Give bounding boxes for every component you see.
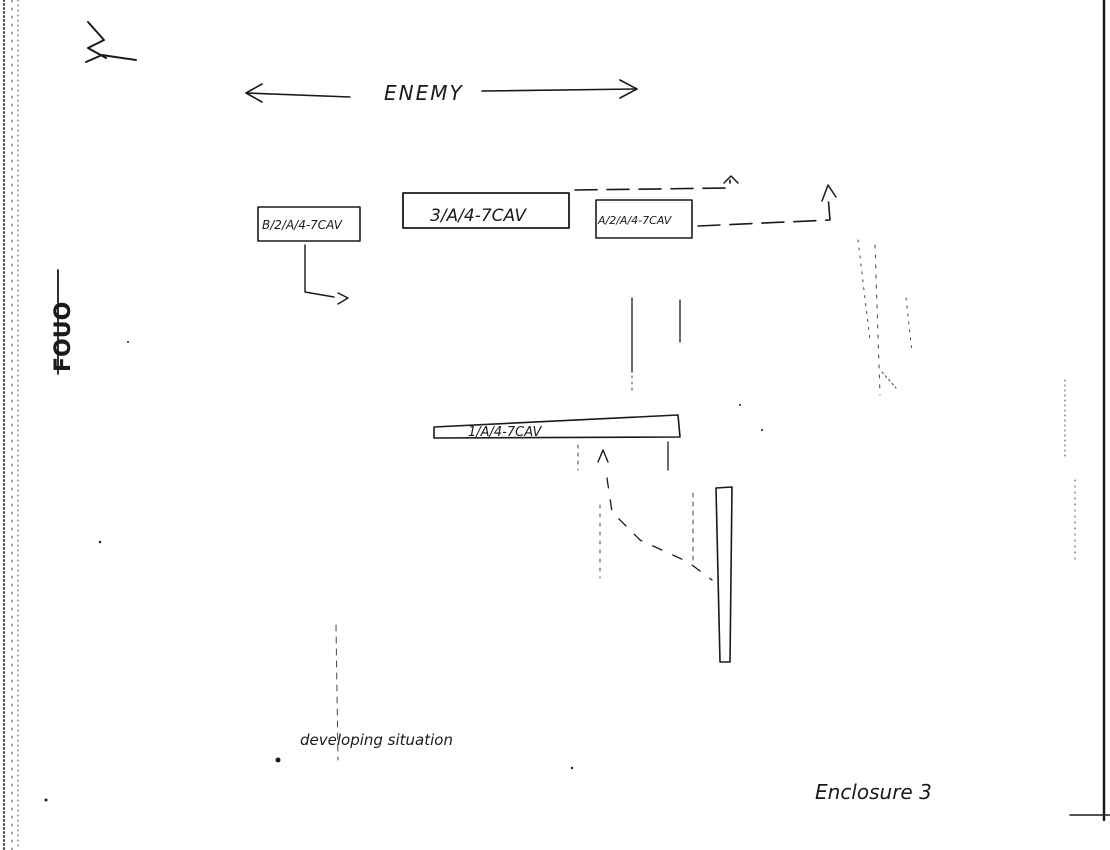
unit-box-a-troop: A/2/A/4-7CAV <box>595 199 693 239</box>
unit-box-third-platoon: 3/A/4-7CAV <box>402 192 570 229</box>
unit-label-b-troop: B/2/A/4-7CAV <box>262 218 343 232</box>
faint-vertical-line <box>335 624 339 761</box>
unit-label-third-platoon: 3/A/4-7CAV <box>430 206 527 226</box>
dashed-route-east <box>697 184 837 227</box>
dashed-route-north <box>574 175 739 191</box>
unit-box-b-troop: B/2/A/4-7CAV <box>257 206 361 242</box>
margin-marking: FOUO <box>51 269 76 375</box>
faint-connectors <box>631 239 913 396</box>
b-troop-arrow <box>304 244 349 305</box>
first-platoon-route <box>577 441 713 581</box>
unit-label-first-platoon: 1/A/4-7CAV <box>468 425 542 440</box>
right-scan-edge <box>1064 0 1110 822</box>
left-scan-edge <box>3 0 19 850</box>
unit-box-first-platoon: 1/A/4-7CAV <box>433 414 681 440</box>
enemy-label: ENEMY <box>384 81 464 105</box>
enemy-direction: ENEMY <box>245 79 638 105</box>
margin-marking-label: FOUO <box>51 302 76 372</box>
developing-situation-note: developing situation <box>300 731 453 749</box>
unit-label-a-troop: A/2/A/4-7CAV <box>597 214 673 227</box>
tall-vertical-box <box>715 486 733 663</box>
enclosure-label: Enclosure 3 <box>815 780 932 804</box>
north-marker: N <box>85 21 137 63</box>
scan-specks <box>44 341 763 802</box>
